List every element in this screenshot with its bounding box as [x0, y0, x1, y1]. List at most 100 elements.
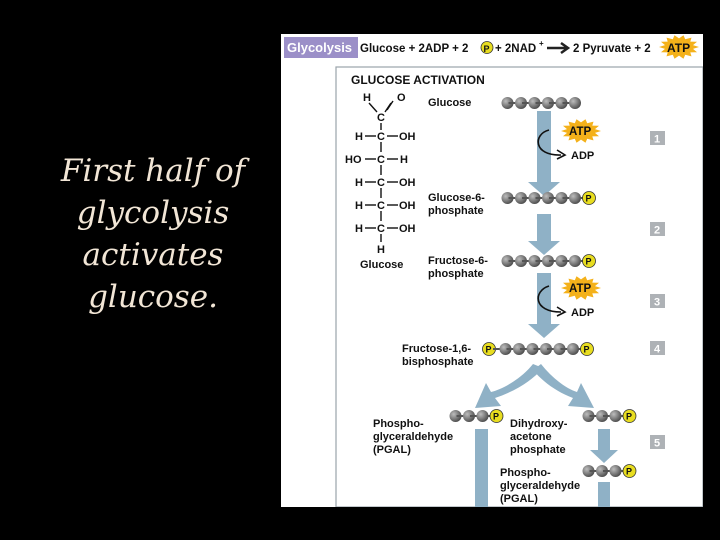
phosphate-icon	[489, 409, 504, 423]
section-title: GLUCOSE ACTIVATION	[351, 73, 485, 87]
atom-c: C	[377, 200, 385, 212]
atom-h: H	[355, 200, 363, 212]
carbon-bead	[476, 410, 489, 422]
phosphate-label: P	[626, 412, 632, 422]
carbon-bead	[553, 343, 566, 355]
atom-oh: OH	[399, 223, 416, 235]
atp-burst-icon	[561, 119, 601, 143]
carbon-bead	[569, 255, 581, 267]
carbon-bead	[567, 343, 579, 355]
f16bp-label: bisphosphate	[402, 356, 474, 368]
glycolysis-figure: Glycolysis Glucose + 2ADP + 2 P + 2NAD +…	[281, 34, 703, 507]
atom-oh: OH	[399, 131, 416, 143]
carbon-bead	[582, 465, 595, 477]
carbon-bead	[528, 97, 541, 109]
carbon-bead	[582, 410, 595, 422]
carbon-bead	[596, 465, 608, 477]
caption-line: activates	[82, 237, 224, 273]
section-frame	[335, 66, 703, 507]
flow-arrows	[475, 111, 618, 507]
carbon-bead	[463, 410, 475, 422]
carbon-bead	[569, 97, 581, 109]
pgal-label: glyceraldehyde	[500, 480, 580, 492]
step-box	[650, 435, 665, 449]
f6p-label: phosphate	[428, 268, 484, 280]
glycolysis-title: Glycolysis	[287, 40, 352, 55]
equation-atp: ATP	[667, 41, 690, 55]
equation-right: 2 Pyruvate + 2	[573, 43, 651, 55]
atom-c: C	[377, 223, 385, 235]
carbon-bead	[542, 255, 554, 267]
phosphate-label: P	[484, 44, 490, 54]
carbon-bead	[540, 343, 552, 355]
carbon-bead	[596, 410, 608, 422]
atom-h: H	[355, 131, 363, 143]
flow-arrow-icon	[475, 429, 488, 507]
equation-left: Glucose + 2ADP + 2	[360, 43, 468, 55]
flow-arrow-icon	[528, 273, 560, 338]
phosphate-icon	[622, 409, 637, 423]
carbon-bead	[449, 410, 462, 422]
f16bp-label: Fructose-1,6-	[402, 343, 471, 355]
glucose-structure: H O C H C OH HO C H H C OH H C OH H	[345, 92, 416, 271]
phosphate-label: P	[586, 257, 592, 267]
carbon-bead	[609, 410, 622, 422]
equation-mid: + 2NAD	[495, 43, 536, 55]
carbon-bead	[501, 97, 514, 109]
energy-curve-icon	[537, 285, 562, 313]
pgal-label: glyceraldehyde	[373, 431, 453, 443]
flow-arrow-icon	[528, 111, 560, 196]
step-box	[650, 294, 665, 308]
flow-arrow-icon	[598, 482, 610, 507]
pgal-label: Phospho-	[500, 467, 551, 479]
flow-arrow-icon	[528, 214, 560, 255]
carbon-bead	[528, 192, 541, 204]
split-arrow-right-icon	[533, 364, 594, 408]
carbon-bead	[555, 192, 568, 204]
f6p-label: Fructose-6-	[428, 255, 488, 267]
carbon-bead	[542, 192, 554, 204]
step-box	[650, 131, 665, 145]
carbon-bead	[555, 97, 568, 109]
atom-ho: HO	[345, 154, 362, 166]
energy-curve-icon	[537, 129, 562, 156]
yield-arrow-icon	[547, 41, 571, 55]
adp-label: ADP	[571, 307, 594, 319]
atp-burst-icon	[561, 276, 601, 300]
carbon-bead	[609, 465, 622, 477]
carbon-bead	[515, 255, 527, 267]
carbon-bead	[501, 255, 514, 267]
phosphate-icon	[582, 254, 596, 268]
g6p-label: phosphate	[428, 205, 484, 217]
phosphate-icon	[480, 41, 494, 54]
atom-h: H	[363, 92, 371, 104]
equation-superscript: +	[539, 39, 544, 48]
phosphate-icon	[582, 191, 596, 205]
phosphate-label: P	[584, 345, 590, 355]
phosphate-label: P	[586, 194, 592, 204]
step-number: 2	[654, 225, 660, 237]
atom-oh: OH	[399, 200, 416, 212]
atom-h: H	[400, 154, 408, 166]
glycolysis-title-box	[284, 37, 358, 58]
dhap-label: acetone	[510, 431, 552, 443]
step-box	[650, 222, 665, 236]
dhap-label: phosphate	[510, 444, 566, 456]
phosphate-label: P	[493, 412, 499, 422]
pgal-label: (PGAL)	[500, 493, 538, 505]
atp-label: ATP	[569, 126, 591, 138]
atom-h: H	[355, 223, 363, 235]
phosphate-icon	[622, 464, 637, 478]
flow-arrow-icon	[590, 429, 618, 463]
phosphate-icon	[580, 342, 594, 356]
atom-c: C	[377, 131, 385, 143]
carbon-bead	[555, 255, 568, 267]
atom-c: C	[377, 154, 385, 166]
slide-caption: First half of glycolysis activates gluco…	[38, 150, 268, 318]
carbon-bead	[569, 192, 581, 204]
carbon-bead	[542, 97, 554, 109]
atp-label: ATP	[569, 283, 591, 295]
step-box	[650, 341, 665, 355]
carbon-bead	[501, 192, 514, 204]
